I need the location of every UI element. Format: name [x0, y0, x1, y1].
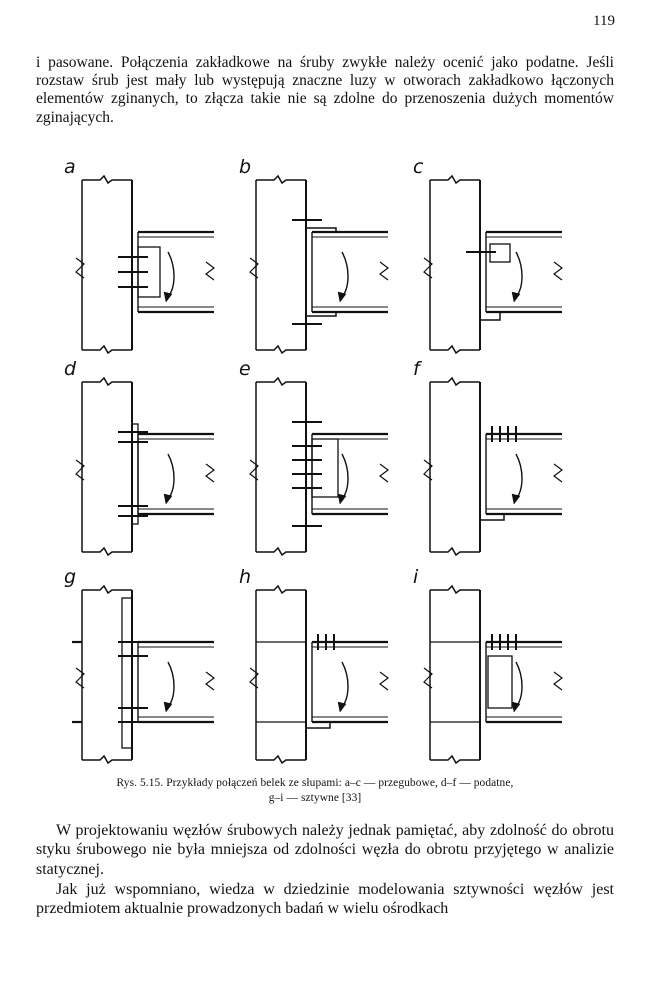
- paragraph-intro: i pasowane. Połączenia zakładkowe na śru…: [36, 54, 614, 126]
- panel-label-f: f: [413, 358, 423, 380]
- panel-label-i: i: [413, 566, 419, 588]
- connection-drawing-f: [423, 376, 563, 557]
- paragraph-design: W projektowaniu węzłów śrubowych należy …: [36, 822, 614, 878]
- panel-label-d: d: [64, 358, 77, 380]
- connection-drawing-d: [75, 376, 215, 557]
- figure-caption: Rys. 5.15. Przykłady połączeń belek ze s…: [70, 776, 560, 806]
- panel-label-h: h: [239, 566, 251, 588]
- connection-drawing-c: [423, 174, 563, 355]
- panel-label-b: b: [239, 156, 251, 178]
- connection-drawing-i: [423, 584, 563, 765]
- connection-drawing-b: [249, 174, 389, 355]
- connection-drawing-g: [72, 584, 215, 765]
- page-number: 119: [593, 13, 615, 29]
- panel-label-g: g: [64, 566, 76, 588]
- paragraph-research: Jak już wspomniano, wiedza w dziedzinie …: [36, 881, 614, 918]
- figure-beam-column-connections: a b c d e f g h i: [64, 156, 563, 765]
- panel-labels: a b c d e f g h i: [64, 156, 424, 588]
- caption-line-1: Rys. 5.15. Przykłady połączeń belek ze s…: [116, 777, 514, 789]
- panel-label-a: a: [64, 156, 76, 178]
- caption-line-2: g–i — sztywne [33]: [268, 792, 362, 804]
- connection-drawing-e: [249, 376, 389, 557]
- connection-drawing-h: [249, 584, 389, 765]
- connection-drawing-a: [75, 174, 215, 355]
- panel-label-c: c: [413, 156, 424, 178]
- panel-label-e: e: [239, 358, 251, 380]
